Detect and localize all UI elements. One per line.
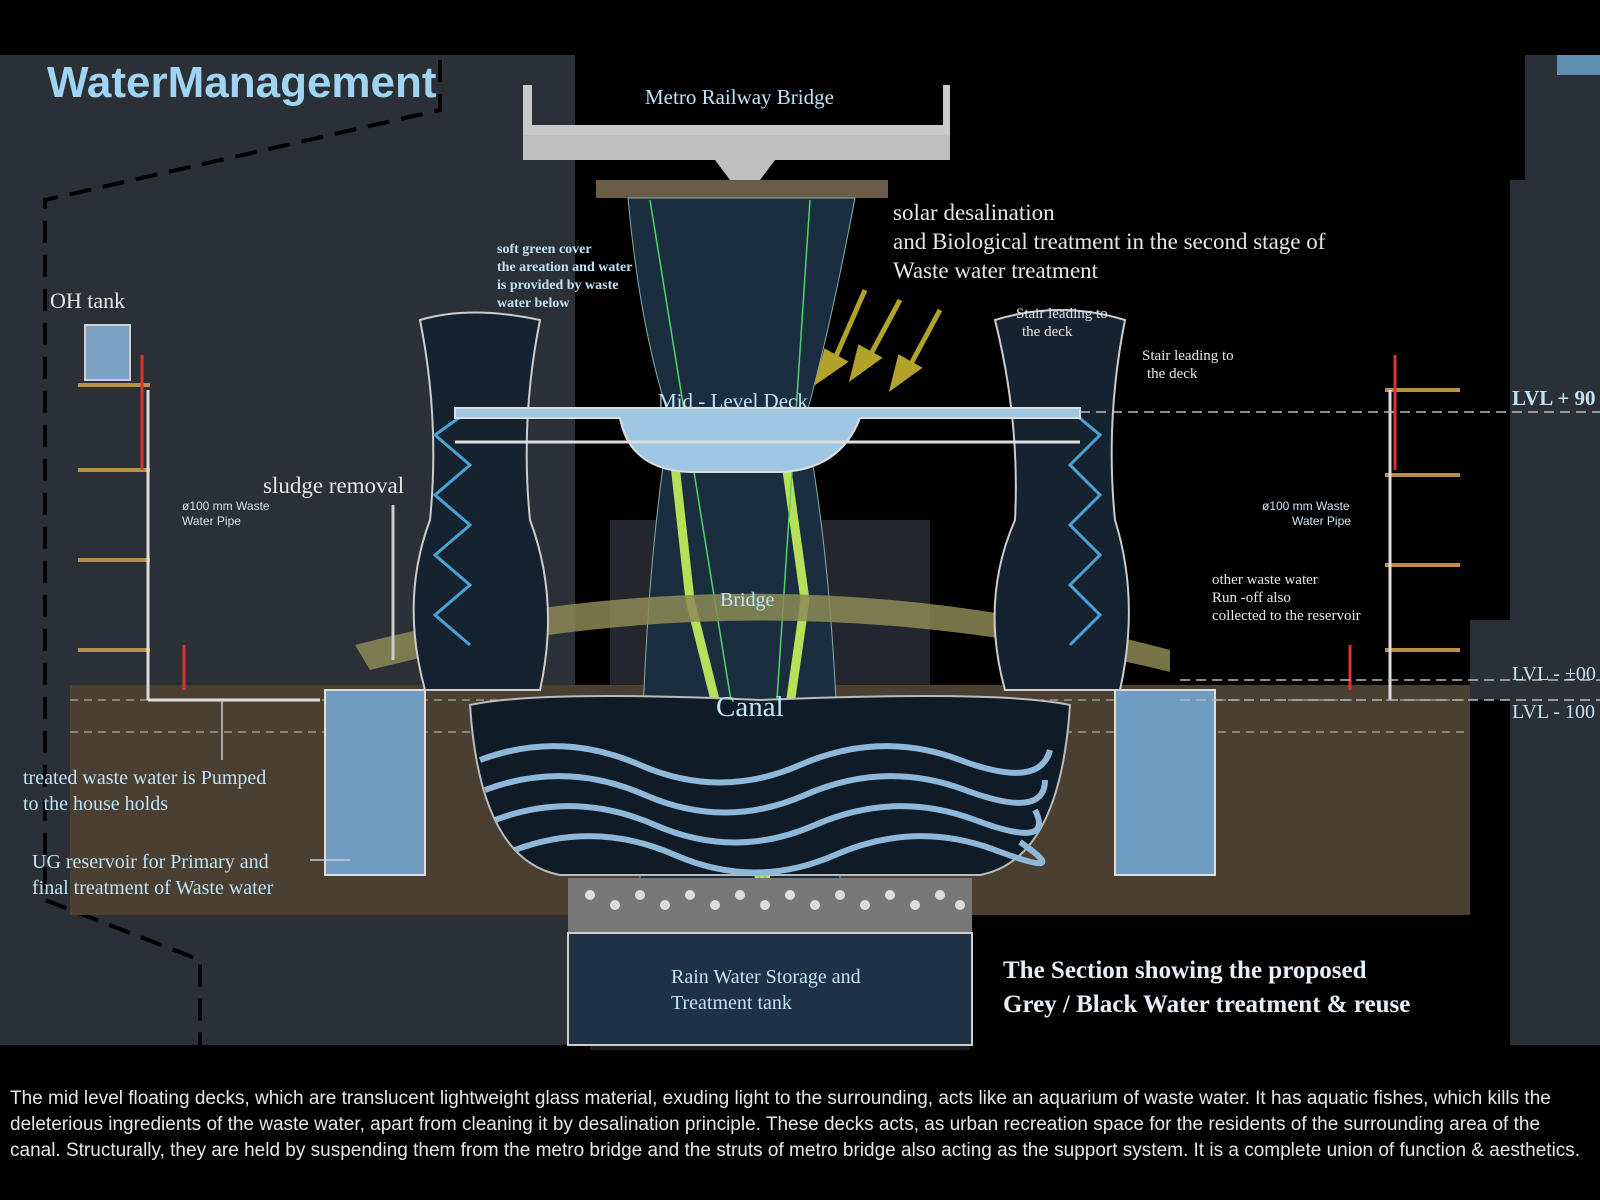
metro-bridge-deck (523, 85, 950, 135)
mid-deck-label: Mid - Level Deck (658, 389, 808, 413)
pipe-right-line1: ø100 mm Waste (1262, 499, 1350, 513)
gravel-stones (585, 890, 965, 910)
other-waste-line1: other waste water (1212, 572, 1318, 588)
right-building (1470, 55, 1600, 1045)
solar-label-line3: Waste water treatment (893, 258, 1099, 283)
dashed-outline (43, 60, 442, 1045)
solar-label-line2: and Biological treatment in the second s… (893, 229, 1326, 254)
page-title: WaterManagement (47, 58, 437, 107)
lvl-top-label: LVL + 90 (1512, 386, 1596, 410)
green-cover-line4: water below (497, 296, 570, 311)
metro-bridge-girder (523, 135, 950, 180)
section-caption-line1: The Section showing the proposed (1003, 957, 1367, 984)
stair-right-line1: Stair leading to (1142, 348, 1234, 364)
stair-zigzag-right (1067, 408, 1103, 647)
bridge-label: Bridge (720, 589, 775, 611)
gravel-layer (568, 878, 972, 933)
section-caption-line2: Grey / Black Water treatment & reuse (1003, 991, 1410, 1018)
pipe-left-line1: ø100 mm Waste (182, 499, 270, 513)
lvl-minus-label: LVL - 100 (1512, 701, 1595, 723)
ug-reservoir-line2: final treatment of Waste water (32, 877, 274, 899)
ug-reservoir-left (324, 689, 426, 876)
rain-tank-line1: Rain Water Storage and (671, 966, 861, 988)
sludge-label: sludge removal (263, 473, 404, 498)
ug-reservoir-right (1114, 689, 1216, 876)
sun-arrows (813, 288, 943, 393)
bridge-arc (355, 593, 1170, 672)
other-waste-line3: collected to the reservoir (1212, 608, 1361, 624)
treated-line1: treated waste water is Pumped (23, 767, 266, 789)
green-cover-line1: soft green cover (497, 242, 592, 257)
metro-bridge-cap (596, 180, 888, 198)
houses-left (78, 324, 320, 702)
treated-line2: to the house holds (23, 793, 168, 815)
green-cover-line3: is provided by waste (497, 278, 618, 293)
ug-reservoir-line1: UG reservoir for Primary and (32, 851, 269, 873)
canal-waves (478, 743, 1053, 876)
canal-label: Canal (716, 691, 784, 723)
stair-tower-left (412, 311, 549, 691)
green-cover-line2: the areation and water (497, 260, 632, 275)
pipe-left-line2: Water Pipe (182, 514, 241, 528)
right-building-window (1557, 55, 1600, 75)
stair-tower-right (993, 309, 1130, 691)
pipe-right-line2: Water Pipe (1292, 514, 1351, 528)
description-paragraph: The mid level floating decks, which are … (10, 1088, 1581, 1161)
stair-left-line2: the deck (1022, 324, 1073, 340)
lvl-zero-label: LVL - ±00 (1512, 663, 1596, 685)
oh-tank-label: OH tank (50, 288, 125, 313)
rain-water-tank (567, 932, 973, 1046)
solar-label-line1: solar desalination (893, 200, 1055, 225)
mid-level-deck (454, 407, 1081, 473)
metro-bridge-label: Metro Railway Bridge (645, 85, 834, 109)
stair-right-line2: the deck (1147, 366, 1198, 382)
stair-zigzag-left (432, 408, 473, 647)
canal-basin (468, 695, 1072, 876)
houses-right (1348, 355, 1460, 700)
stair-left-line1: Stair leading to (1016, 306, 1108, 322)
other-waste-line2: Run -off also (1212, 590, 1291, 606)
rain-tank-line2: Treatment tank (671, 992, 792, 1014)
